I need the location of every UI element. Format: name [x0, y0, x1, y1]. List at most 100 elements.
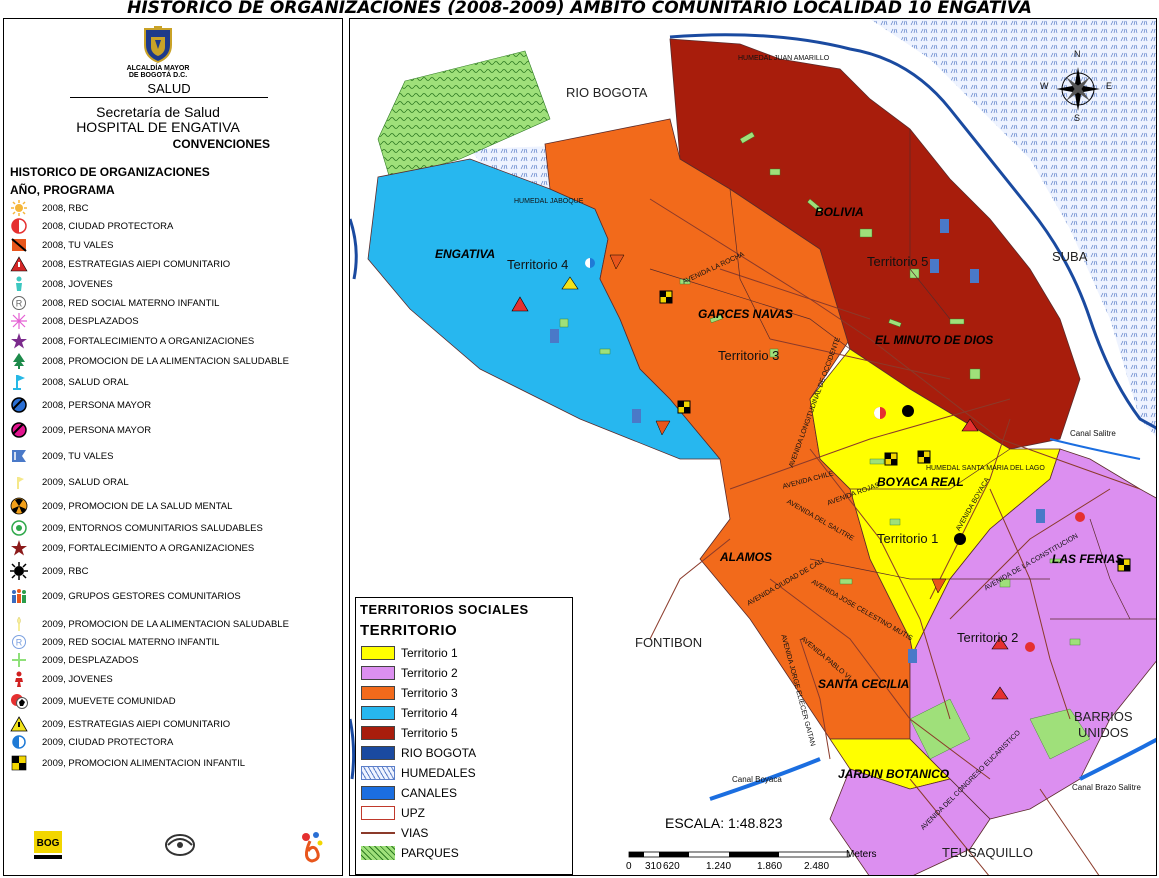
legend-item: 2009, PROMOCION DE LA SALUD MENTAL: [10, 497, 232, 515]
legend-swatch: [361, 832, 395, 834]
compass-e: E: [1106, 81, 1113, 91]
group-people-icon: [10, 587, 28, 605]
legend-title-1: TERRITORIOS SOCIALES: [360, 602, 529, 617]
suba-label: SUBA: [1052, 249, 1088, 264]
scale-tick-label: 0: [626, 861, 632, 872]
half-circle-red-icon: [10, 217, 28, 235]
legend-item-label: 2009, TU VALES: [42, 450, 114, 462]
sparkle-pink-icon: [10, 312, 28, 330]
legend-item: 2009, ENTORNOS COMUNITARIOS SALUDABLES: [10, 519, 263, 537]
legend-item: 2009, JOVENES: [10, 670, 113, 688]
legend-row: Territorio 3: [361, 684, 458, 702]
territorio-3-label: Territorio 3: [718, 348, 780, 363]
tree-green-icon: [10, 352, 28, 370]
warning-red-icon: [10, 255, 28, 273]
legend-item: 2009, ESTRATEGIAS AIEPI COMUNITARIO: [10, 715, 230, 733]
legend-swatch: [361, 746, 395, 760]
upz-alamos-label: ALAMOS: [720, 550, 772, 564]
hospital-label: HOSPITAL DE ENGATIVA: [76, 119, 240, 135]
legend-item: 2008, SALUD ORAL: [10, 373, 129, 391]
upz-jardin-botanico-label: JARDIN BOTANICO: [838, 767, 950, 781]
star-darkred-icon: [10, 539, 28, 557]
half-circle-blue-icon: [10, 733, 28, 751]
salud-label: SALUD: [70, 81, 268, 98]
agency-line-2: DE BOGOTÁ D.C.: [128, 72, 188, 79]
legend-row: Territorio 4: [361, 704, 458, 722]
legend-item-label: 2008, TU VALES: [42, 239, 114, 251]
legend-item-label: 2008, CIUDAD PROTECTORA: [42, 220, 174, 232]
legend-item: 2009, SALUD ORAL: [10, 473, 129, 491]
canal-boyaca-line: [709, 757, 821, 801]
bogota-crest-icon: [144, 26, 172, 63]
legend-row-label: PARQUES: [401, 846, 459, 860]
sunburst-black-icon: [10, 562, 28, 580]
circle-blue-black-icon: [10, 396, 28, 414]
legend-item-label: 2008, JOVENES: [42, 278, 113, 290]
radiation-icon: [10, 497, 28, 515]
territorio-5-label: Territorio 5: [867, 254, 929, 269]
circle-magenta-black-icon: [10, 421, 28, 439]
svg-text:BOG: BOG: [37, 838, 60, 849]
canal-salitre-label: Canal Salitre: [1070, 429, 1116, 438]
scale-units: Meters: [846, 849, 877, 860]
territorio-5-area: [669, 38, 1081, 450]
legend-row: Territorio 5: [361, 724, 458, 742]
scale-tick-label: 1.240: [706, 861, 732, 872]
territorio-2-lower: [829, 768, 991, 875]
legend-swatch: [361, 726, 395, 740]
legend-item: 2009, PROMOCION DE LA ALIMENTACION SALUD…: [10, 615, 289, 633]
legend-item-label: 2009, DESPLAZADOS: [42, 654, 139, 666]
legend-item: 2009, DESPLAZADOS: [10, 651, 139, 669]
upz-garces-navas-label: GARCES NAVAS: [698, 307, 793, 321]
scale-bar: [628, 851, 850, 858]
territorio-2-area: [909, 448, 1156, 820]
legend-item-label: 2009, MUEVETE COMUNIDAD: [42, 695, 176, 707]
legend-heading: HISTORICO DE ORGANIZACIONES: [10, 165, 210, 179]
legend-item: 2009, PROMOCION ALIMENTACION INFANTIL: [10, 754, 245, 772]
map-frame: RIO BOGOTA SUBA FONTIBON BARRIOS UNIDOS …: [349, 18, 1157, 876]
fontibon-label: FONTIBON: [635, 635, 703, 650]
legend-item-label: 2009, SALUD ORAL: [42, 476, 129, 488]
secretaria-label: Secretaría de Salud: [96, 104, 220, 120]
legend-swatch: [361, 686, 395, 700]
legend-swatch: [361, 666, 395, 680]
legend-item: 2008, TU VALES: [10, 236, 113, 254]
legend-row-label: UPZ: [401, 806, 425, 820]
compass-s: S: [1074, 113, 1081, 123]
legend-item: 2008, CIUDAD PROTECTORA: [10, 217, 173, 235]
legend-item-label: 2009, RBC: [42, 565, 89, 577]
humedal-jaboque-label: HUMEDAL JABOQUE: [514, 198, 584, 205]
flag-yellow-icon: [10, 473, 28, 491]
person-teal-icon: [10, 275, 28, 293]
svg-text:R: R: [16, 638, 23, 648]
legend-item-label: 2009, GRUPOS GESTORES COMUNITARIOS: [42, 590, 241, 602]
legend-item: 2009, TU VALES: [10, 447, 113, 465]
legend-item: 2008, JOVENES: [10, 275, 113, 293]
legend-row-label: HUMEDALES: [401, 766, 476, 780]
legend-row-label: Territorio 4: [401, 706, 458, 720]
registered-blue-icon: R: [10, 633, 28, 651]
checker-icon: [10, 754, 28, 772]
legend-row-label: Territorio 3: [401, 686, 458, 700]
legend-item: 2008, RBC: [10, 199, 88, 217]
territorios-legend: TERRITORIOS SOCIALES TERRITORIO Territor…: [355, 597, 573, 875]
teusaquillo-label: TEUSAQUILLO: [942, 845, 1034, 860]
sun-icon: [10, 199, 28, 217]
legend-row: HUMEDALES: [361, 764, 476, 782]
territorio-2-label: Territorio 2: [957, 630, 1019, 645]
legend-swatch: [361, 786, 395, 800]
parque-area: [377, 50, 551, 180]
upz-engativa-label: ENGATIVA: [435, 247, 496, 261]
legend-row-label: VIAS: [401, 826, 429, 840]
legend-row: VIAS: [361, 824, 428, 842]
legend-row: CANALES: [361, 784, 457, 802]
sparkle-green-icon: [10, 651, 28, 669]
legend-row: Territorio 2: [361, 664, 458, 682]
legend-row: PARQUES: [361, 844, 459, 862]
legend-item-label: 2008, ESTRATEGIAS AIEPI COMUNITARIO: [42, 258, 231, 270]
hospital-logo: [162, 829, 198, 864]
tu-vales-icon: [10, 236, 28, 254]
compass-rose-icon: [1056, 67, 1100, 111]
legend-item: 2008, PERSONA MAYOR: [10, 396, 151, 414]
